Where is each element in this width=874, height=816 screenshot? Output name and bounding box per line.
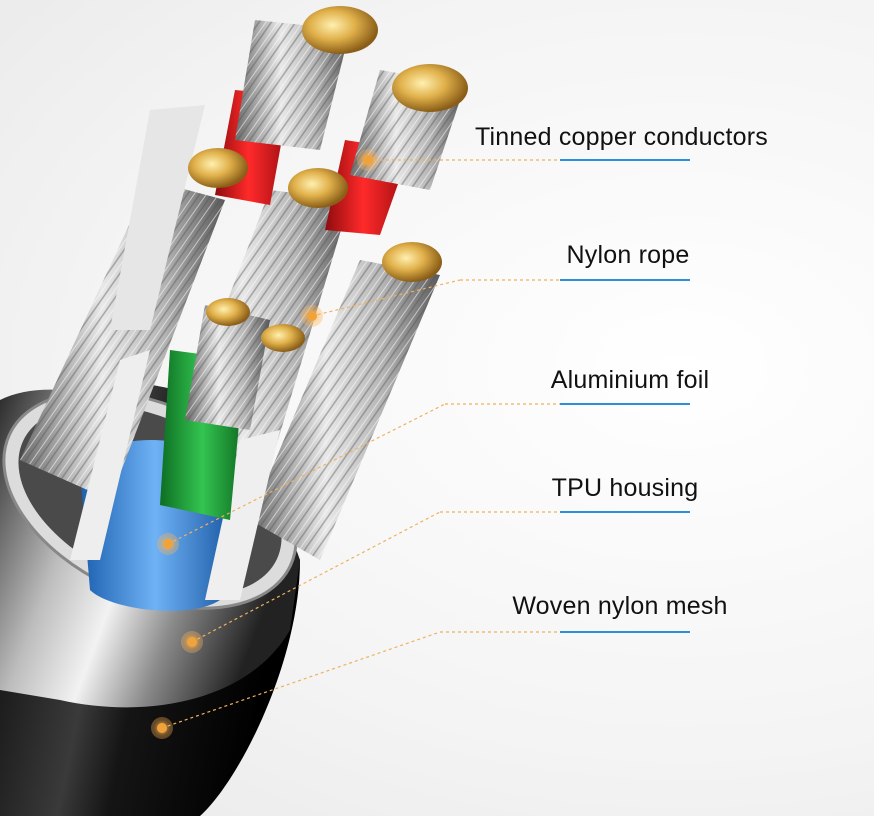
marker-dot-icon: [357, 149, 379, 171]
callout-label-nylon-rope: Nylon rope: [566, 241, 690, 269]
marker-dot-icon: [301, 305, 323, 327]
marker-dot-icon: [151, 717, 173, 739]
callout-underline: [560, 159, 690, 161]
callout-label-tpu-housing: TPU housing: [551, 474, 699, 502]
callout-label-aluminium-foil: Aluminium foil: [550, 366, 710, 394]
callout-underline: [560, 403, 690, 405]
marker-dot-icon: [181, 631, 203, 653]
copper-conductor-tips: [188, 6, 468, 352]
callout-underline: [560, 511, 690, 513]
green-insulated-wire: [160, 305, 270, 520]
marker-dot-icon: [157, 533, 179, 555]
callout-label-woven-nylon-mesh: Woven nylon mesh: [512, 592, 728, 620]
callout-label-tinned-copper-conductors: Tinned copper conductors: [475, 123, 768, 151]
callout-underline: [560, 631, 690, 633]
callout-underline: [560, 279, 690, 281]
